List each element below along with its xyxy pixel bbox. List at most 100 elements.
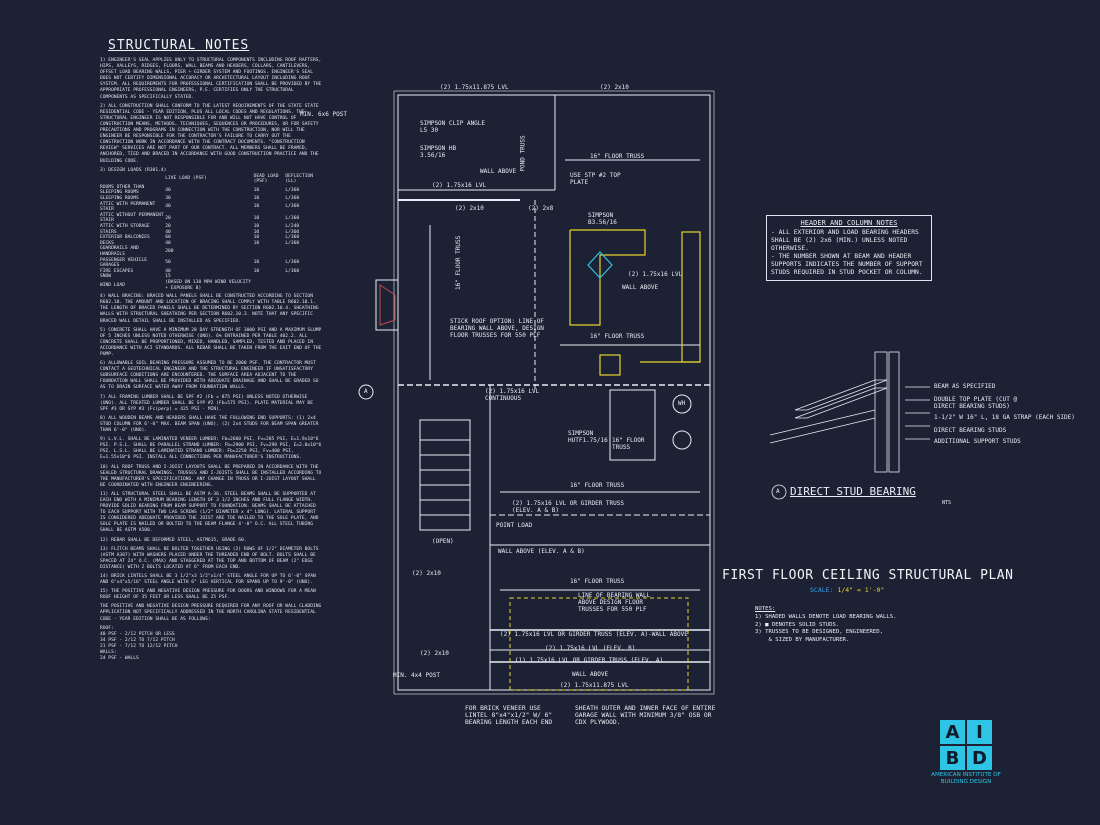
- header-label: (2) 2x8: [528, 205, 554, 212]
- load-table-cell: 10: [253, 240, 260, 246]
- lvl-label: (2) 1.75x11.875 LVL: [560, 682, 629, 689]
- truss-label: POND TRUSS: [519, 135, 527, 172]
- load-table-cell: L/360: [285, 235, 300, 241]
- header-label: (2) 2x10: [455, 205, 484, 212]
- scale-value: 1/4" = 1'-0": [837, 586, 885, 594]
- load-table-header-cell: LIVE LOAD (PSF): [165, 176, 207, 182]
- lvl-label: (2) 1.75x16 LVL: [432, 182, 487, 189]
- load-table-cell: 40: [165, 229, 171, 235]
- lvl-label: (2) 1.75x11.875 LVL: [440, 84, 509, 91]
- sheathing-note: SHEATH OUTER AND INNER FACE OF ENTIRE GA…: [575, 705, 716, 726]
- lvl-label: (2) 1.75x16 LVL CONTINUOUS: [485, 388, 540, 402]
- load-table-cell: L/360: [285, 215, 300, 221]
- post-label: MIN. 6x6 POST: [300, 111, 347, 118]
- load-table-cell: L/360: [285, 204, 300, 210]
- load-table-cell: 10: [253, 224, 260, 230]
- stair: [419, 419, 471, 531]
- stick-roof-note: STICK ROOF OPTION: LINE OF BEARING WALL …: [450, 318, 544, 339]
- clip-label: SIMPSON CLIP ANGLE L5 30: [420, 120, 486, 134]
- open-label: (OPEN): [432, 538, 454, 545]
- load-table-cell: L/360: [285, 260, 300, 266]
- load-table-header-cell: DEAD LOAD (PSF): [253, 173, 279, 185]
- load-table-cell: DECKS: [100, 240, 114, 246]
- truss-label: 16" FLOOR TRUSS: [455, 235, 462, 290]
- note-item: 15) THE POSITIVE AND NEGATIVE DESIGN PRE…: [100, 589, 316, 601]
- note-item: 1) ENGINEER'S SEAL APPLIES ONLY TO STRUC…: [100, 58, 322, 100]
- header-note: - ALL EXTERIOR AND LOAD BEARING HEADERS …: [771, 229, 919, 252]
- load-table-cell: SLEEPING ROOMS: [100, 196, 139, 202]
- logo-letter: I: [967, 720, 992, 744]
- sink: [587, 251, 613, 279]
- load-table-cell: GUARDRAILS AND HANDRAILS: [100, 246, 139, 257]
- note-item: 2) ALL CONSTRUCTION SHALL CONFORM TO THE…: [100, 103, 319, 164]
- pressures: ROOF: 40 PSF - 2/12 PITCH OR LESS 34 PSF…: [100, 626, 322, 663]
- grid-marker: [358, 384, 374, 400]
- wall-label: WALL ABOVE: [572, 671, 609, 678]
- header-note: - THE NUMBER SHOWN AT BEAM AND HEADER SU…: [771, 253, 923, 276]
- direct-stud-bearing-detail: [769, 351, 930, 500]
- load-table-cell: ATTIC WITHOUT PERMANENT STAIR: [100, 212, 164, 224]
- note-item: 9) L.V.L. SHALL BE LAMINATED VENEER LUMB…: [100, 437, 322, 461]
- girder-label: (2) 1.75x16 LVL OR GIRDER TRUSS (ELEV. A…: [512, 500, 624, 514]
- kitchen-cabinets: [569, 229, 701, 376]
- bath: [609, 389, 656, 461]
- plate-label: USE STP #2 TOP PLATE: [570, 172, 621, 186]
- load-table-cell: 10: [253, 215, 260, 221]
- logo-letter: B: [940, 746, 965, 770]
- load-table-cell: 40: [165, 268, 171, 274]
- load-table-header-cell: DEFLECTION (LL): [285, 173, 314, 185]
- detail-callout: DIRECT BEARING STUDS: [934, 427, 1007, 434]
- load-table-cell: 40: [165, 204, 171, 210]
- note-item: 14) BRICK LINTELS SHALL BE 3 1/2"x3 1/2"…: [100, 574, 316, 586]
- load-table-cell: 10: [253, 196, 260, 202]
- structural-notes: 1) ENGINEER'S SEAL APPLIES ONLY TO STRUC…: [100, 58, 322, 662]
- detail-nts: NTS: [942, 500, 952, 506]
- aibd-logo: A I B D AMERICAN INSTITUTE OF BUILDING D…: [931, 720, 1001, 786]
- header-label: (2) 2x10: [420, 650, 449, 657]
- plan-notes-heading: NOTES:: [755, 606, 776, 612]
- design-loads-table: 3) DESIGN LOADS (R301.4) LIVE LOAD (PSF)…: [100, 168, 322, 292]
- garage-bearing-line: [509, 597, 689, 691]
- wall-label: WALL ABOVE: [622, 284, 659, 291]
- post-label: MIN. 4x4 POST: [393, 672, 440, 679]
- girder-label: (1) 1.75x16 LVL OR GIRDER TRUSS (ELEV. A…: [515, 657, 664, 664]
- truss-label: 16" FLOOR TRUSS: [570, 578, 625, 585]
- load-table-cell: 10: [253, 260, 260, 266]
- load-table-cell: 10: [253, 187, 260, 193]
- girder-label: (2) 1.75x16 LVL OR GIRDER TRUSS (ELEV. A…: [500, 631, 688, 638]
- load-table-header: LIVE LOAD (PSF) DEAD LOAD (PSF) DEFLECTION…: [100, 174, 322, 185]
- water-heater: [672, 394, 692, 414]
- load-table-cell: 50: [165, 260, 171, 266]
- brick-lintel-note: FOR BRICK VENEER USE LINTEL 8"x4"x1/2" W…: [465, 705, 553, 726]
- pressure-line: ROOF:: [100, 625, 114, 631]
- detail-callout: BEAM AS SPECIFIED: [934, 383, 996, 390]
- note-item: 4) WALL BRACING: BRACED WALL PANELS SHAL…: [100, 294, 319, 324]
- wall-label: WALL ABOVE (ELEV. A & B): [498, 548, 585, 555]
- detail-callout: 1-1/2" W 16" L, 18 GA STRAP (EACH SIDE): [934, 414, 1075, 421]
- load-table-cell: SNOW: [100, 274, 112, 280]
- lvl-label: (2) 1.75x16 LVL: [628, 271, 683, 278]
- load-table-cell: WIND LOAD: [100, 282, 125, 288]
- truss-label: 16" FLOOR TRUSS: [590, 333, 645, 340]
- load-table: LIVE LOAD (PSF) DEAD LOAD (PSF) DEFLECTION…: [100, 174, 322, 291]
- load-table-cell: 10: [253, 235, 260, 241]
- detail-callout: ADDITIONAL SUPPORT STUDS: [934, 438, 1021, 445]
- pressure-line: 40 PSF - 2/12 PITCH OR LESS: [100, 631, 175, 637]
- logo-letter: A: [940, 720, 965, 744]
- truss-label: 16" FLOOR TRUSS: [612, 437, 645, 451]
- load-table-cell: L/240: [285, 224, 300, 230]
- note-item: 8) ALL WOODEN BEAMS AND HEADERS SHALL HA…: [100, 415, 319, 434]
- plan-note: 2) ■ DENOTES SOLID STUDS.: [755, 621, 840, 628]
- load-table-cell: 20: [165, 224, 171, 230]
- load-table-cell: L/360: [285, 229, 300, 235]
- lvl-label: (2) 1.75x16 LVL (ELEV. B): [545, 645, 636, 652]
